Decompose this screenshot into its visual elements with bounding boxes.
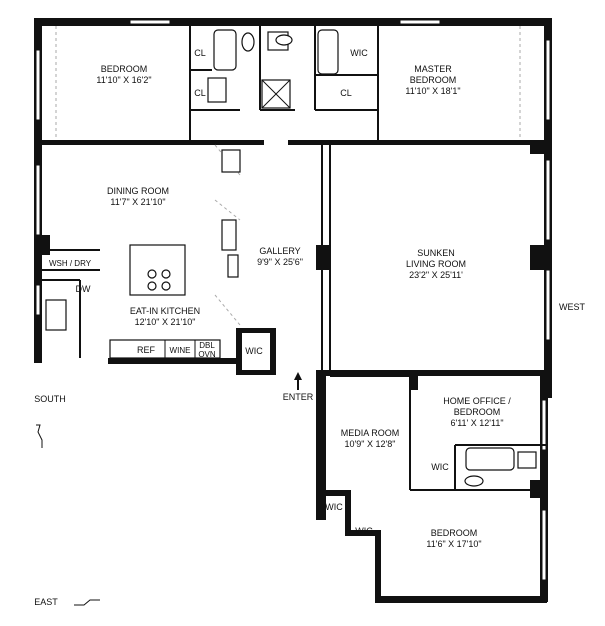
room-label-master-bedroom: MASTER BEDROOM 11'10" X 18'1" (405, 64, 460, 97)
refrigerator-label: REF (137, 345, 155, 355)
room-label-eat-in-kitchen: EAT-IN KITCHEN 12'10" X 21'10" (130, 306, 200, 328)
room-dimensions: 11'10" X 16'2" (96, 75, 152, 85)
room-dimensions: 9'9" X 25'6" (257, 257, 303, 267)
room-label-bedroom-se: BEDROOM 11'6" X 17'10" (426, 528, 481, 550)
room-name-line1: MASTER (414, 64, 452, 74)
walk-in-closet-label: WIC (350, 48, 368, 58)
room-name-line2: LIVING ROOM (405, 259, 467, 269)
room-dimensions: 12'10" X 21'10" (134, 317, 196, 327)
closet-label: CL (194, 88, 206, 98)
room-name: GALLERY (259, 246, 301, 256)
bathtub-office (465, 447, 515, 471)
kitchen-island (129, 244, 186, 296)
room-label-sunken-living-room: SUNKEN LIVING ROOM 23'2" X 25'11' (406, 248, 466, 281)
washer-dryer-label: WSH / DRY (48, 259, 92, 268)
exterior-walls (34, 18, 552, 603)
dishwasher-label: DW (75, 284, 91, 294)
room-dimensions: 11'10" X 18'1" (405, 86, 461, 96)
double-oven-label-line2: OVN (198, 350, 216, 359)
walk-in-closet-label: WIC (431, 462, 449, 472)
toilet-center (275, 34, 293, 46)
cabinet (221, 219, 237, 251)
walk-in-closet-label: WIC (245, 346, 263, 356)
room-dimensions: 11'7" X 21'10" (110, 197, 166, 207)
room-dimensions: 6'11' X 12'11" (450, 418, 504, 428)
compass-marks (36, 424, 100, 606)
room-name: BEDROOM (430, 528, 478, 538)
room-name: EAT-IN KITCHEN (129, 306, 201, 316)
kitchen-sink (45, 299, 67, 331)
room-dimensions: 23'2" X 25'11' (409, 270, 463, 280)
room-label-gallery: GALLERY 9'9" X 25'6" (257, 246, 303, 268)
room-name-line2: BEDROOM (409, 75, 457, 85)
bathtub-west (213, 29, 237, 71)
wine-label: WINE (169, 346, 191, 355)
room-label-bedroom-nw: BEDROOM 11'10" X 16'2" (96, 64, 151, 86)
walk-in-closet-label: WIC (355, 526, 373, 536)
fridge-side (227, 254, 239, 278)
compass-east-label: EAST (34, 597, 58, 607)
toilet-office (464, 475, 484, 487)
double-oven-label-line1: DBL (199, 341, 215, 350)
enter-arrow-icon (294, 372, 302, 390)
bathtub-master (317, 29, 339, 75)
walk-in-closet-label: WIC (325, 502, 343, 512)
enter-label: ENTER (282, 392, 314, 402)
room-name: BEDROOM (100, 64, 148, 74)
closet-label: CL (194, 48, 206, 58)
room-name-line2: BEDROOM (453, 407, 501, 417)
compass-south-label: SOUTH (34, 394, 66, 404)
windows (35, 19, 551, 581)
room-label-dining-room: DINING ROOM 11'7" X 21'10" (107, 186, 169, 208)
room-label-media-room: MEDIA ROOM 10'9" X 12'8" (341, 428, 400, 450)
room-name: MEDIA ROOM (340, 428, 400, 438)
room-name: DINING ROOM (107, 186, 169, 196)
room-label-home-office: HOME OFFICE / BEDROOM 6'11' X 12'11" (443, 396, 511, 429)
closet-label: CL (340, 88, 352, 98)
toilet-west (241, 32, 255, 52)
pantry (221, 149, 241, 173)
sink-west (207, 77, 227, 103)
room-name-line1: HOME OFFICE / (443, 396, 511, 406)
room-dimensions: 10'9" X 12'8" (344, 439, 396, 449)
compass-west-label: WEST (559, 302, 585, 312)
fixtures (45, 29, 537, 487)
sink-office (517, 451, 537, 469)
interior-walls (34, 24, 546, 498)
room-dimensions: 11'6" X 17'10" (426, 539, 482, 549)
room-name-line1: SUNKEN (417, 248, 455, 258)
